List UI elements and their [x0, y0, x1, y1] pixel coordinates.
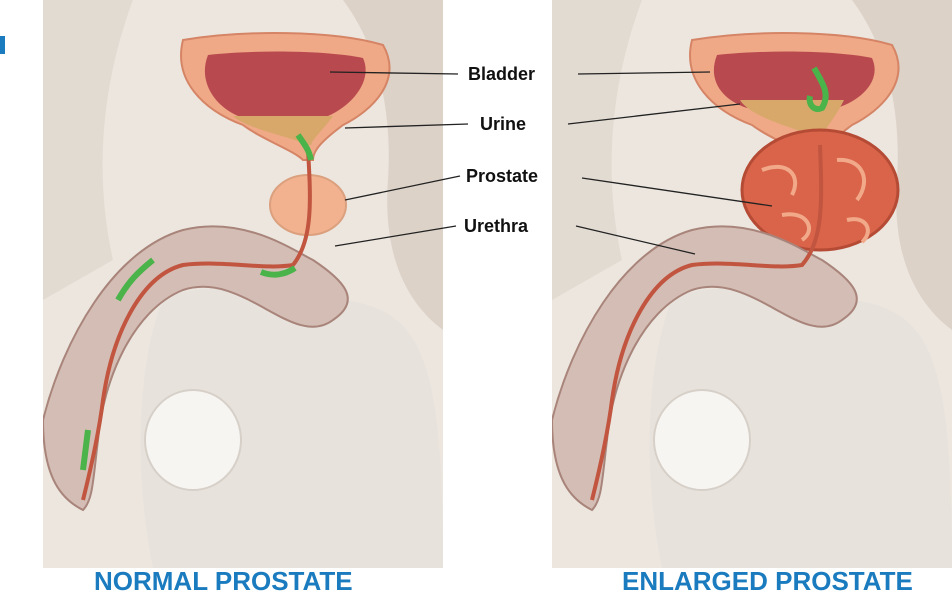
- caption-normal-prostate: NORMAL PROSTATE: [94, 566, 353, 596]
- leader-line-bladder-right: [578, 72, 710, 74]
- label-bladder: Bladder: [468, 64, 535, 84]
- leader-line-urine-right: [568, 104, 740, 124]
- label-prostate: Prostate: [466, 166, 538, 186]
- label-urethra: Urethra: [464, 216, 528, 236]
- leader-line-urine-left: [345, 124, 468, 128]
- leader-line-urethra-right: [576, 226, 695, 254]
- leader-line-urethra-left: [335, 226, 456, 246]
- leader-line-prostate-left: [345, 176, 460, 200]
- caption-enlarged-prostate: ENLARGED PROSTATE: [622, 566, 913, 596]
- leader-line-bladder-left: [330, 72, 458, 74]
- label-urine: Urine: [480, 114, 526, 134]
- leader-line-prostate-right: [582, 178, 772, 206]
